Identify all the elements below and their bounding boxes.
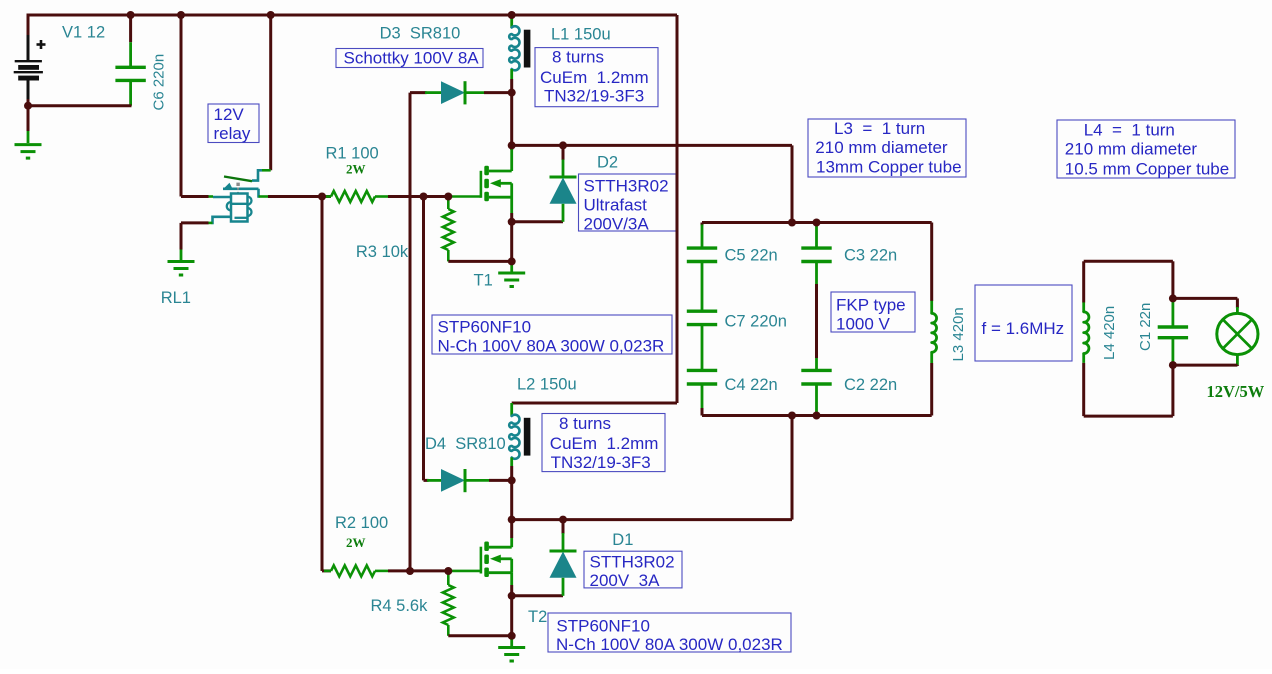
svg-text:12V/5W: 12V/5W	[1207, 382, 1265, 401]
svg-text:L1 150u: L1 150u	[551, 26, 611, 44]
svg-text:f = 1.6MHz: f = 1.6MHz	[982, 319, 1065, 338]
svg-text:V1 12: V1 12	[62, 24, 105, 42]
svg-text:C3 22n: C3 22n	[844, 247, 897, 265]
svg-text:210 mm diameter: 210 mm diameter	[815, 138, 948, 157]
svg-text:CuEm 1.2mm: CuEm 1.2mm	[550, 434, 659, 453]
svg-text:T2: T2	[528, 608, 547, 626]
svg-text:D2: D2	[597, 154, 618, 172]
svg-text:C4 22n: C4 22n	[725, 376, 778, 394]
svg-text:L2 150u: L2 150u	[517, 375, 577, 393]
svg-text:12V: 12V	[214, 105, 245, 124]
svg-text:D1: D1	[612, 531, 633, 549]
svg-text:C6 220n: C6 220n	[151, 54, 168, 111]
svg-text:L4 = 1 turn: L4 = 1 turn	[1084, 121, 1175, 140]
svg-text:R4 5.6k: R4 5.6k	[371, 597, 429, 615]
svg-text:200V/3A: 200V/3A	[584, 215, 650, 234]
svg-text:R1 100: R1 100	[326, 144, 379, 162]
svg-text:C2 22n: C2 22n	[844, 376, 897, 394]
svg-text:13mm Copper tube: 13mm Copper tube	[816, 158, 962, 177]
svg-text:L4 420n: L4 420n	[1101, 306, 1118, 360]
svg-text:STP60NF10: STP60NF10	[556, 617, 650, 636]
svg-text:210 mm diameter: 210 mm diameter	[1065, 140, 1198, 159]
svg-text:relay: relay	[214, 124, 251, 143]
svg-text:R2 100: R2 100	[335, 514, 388, 532]
svg-text:8 turns: 8 turns	[552, 48, 604, 67]
svg-text:L3 420n: L3 420n	[950, 307, 967, 361]
svg-text:STP60NF10: STP60NF10	[438, 318, 532, 337]
svg-text:L3 = 1 turn: L3 = 1 turn	[834, 119, 925, 138]
svg-text:RL1: RL1	[161, 289, 191, 307]
svg-text:N-Ch 100V 80A 300W 0,023R: N-Ch 100V 80A 300W 0,023R	[556, 635, 783, 654]
svg-text:TN32/19-3F3: TN32/19-3F3	[551, 453, 651, 472]
svg-text:CuEm 1.2mm: CuEm 1.2mm	[540, 68, 649, 87]
svg-text:FKP type: FKP type	[836, 296, 906, 315]
svg-text:8 turns: 8 turns	[559, 414, 611, 433]
svg-text:1000 V: 1000 V	[836, 315, 891, 334]
svg-text:200V 3A: 200V 3A	[590, 571, 661, 590]
svg-text:C7 220n: C7 220n	[725, 313, 787, 331]
svg-text:10.5 mm Copper tube: 10.5 mm Copper tube	[1065, 159, 1229, 178]
svg-text:2W: 2W	[346, 535, 366, 550]
svg-text:Ultrafast: Ultrafast	[584, 196, 648, 215]
svg-text:D3 SR810: D3 SR810	[380, 25, 461, 43]
svg-text:T1: T1	[474, 272, 493, 290]
svg-text:STTH3R02: STTH3R02	[590, 553, 675, 572]
svg-text:STTH3R02: STTH3R02	[584, 177, 669, 196]
svg-text:C5 22n: C5 22n	[725, 247, 778, 265]
svg-text:D4 SR810: D4 SR810	[425, 435, 506, 453]
svg-text:C1 22n: C1 22n	[1137, 303, 1154, 351]
svg-text:N-Ch 100V 80A 300W 0,023R: N-Ch 100V 80A 300W 0,023R	[438, 336, 665, 355]
svg-text:2W: 2W	[346, 162, 366, 177]
svg-text:Schottky 100V 8A: Schottky 100V 8A	[344, 49, 480, 68]
svg-text:R3 10k: R3 10k	[356, 243, 409, 261]
svg-text:TN32/19-3F3: TN32/19-3F3	[544, 87, 644, 106]
